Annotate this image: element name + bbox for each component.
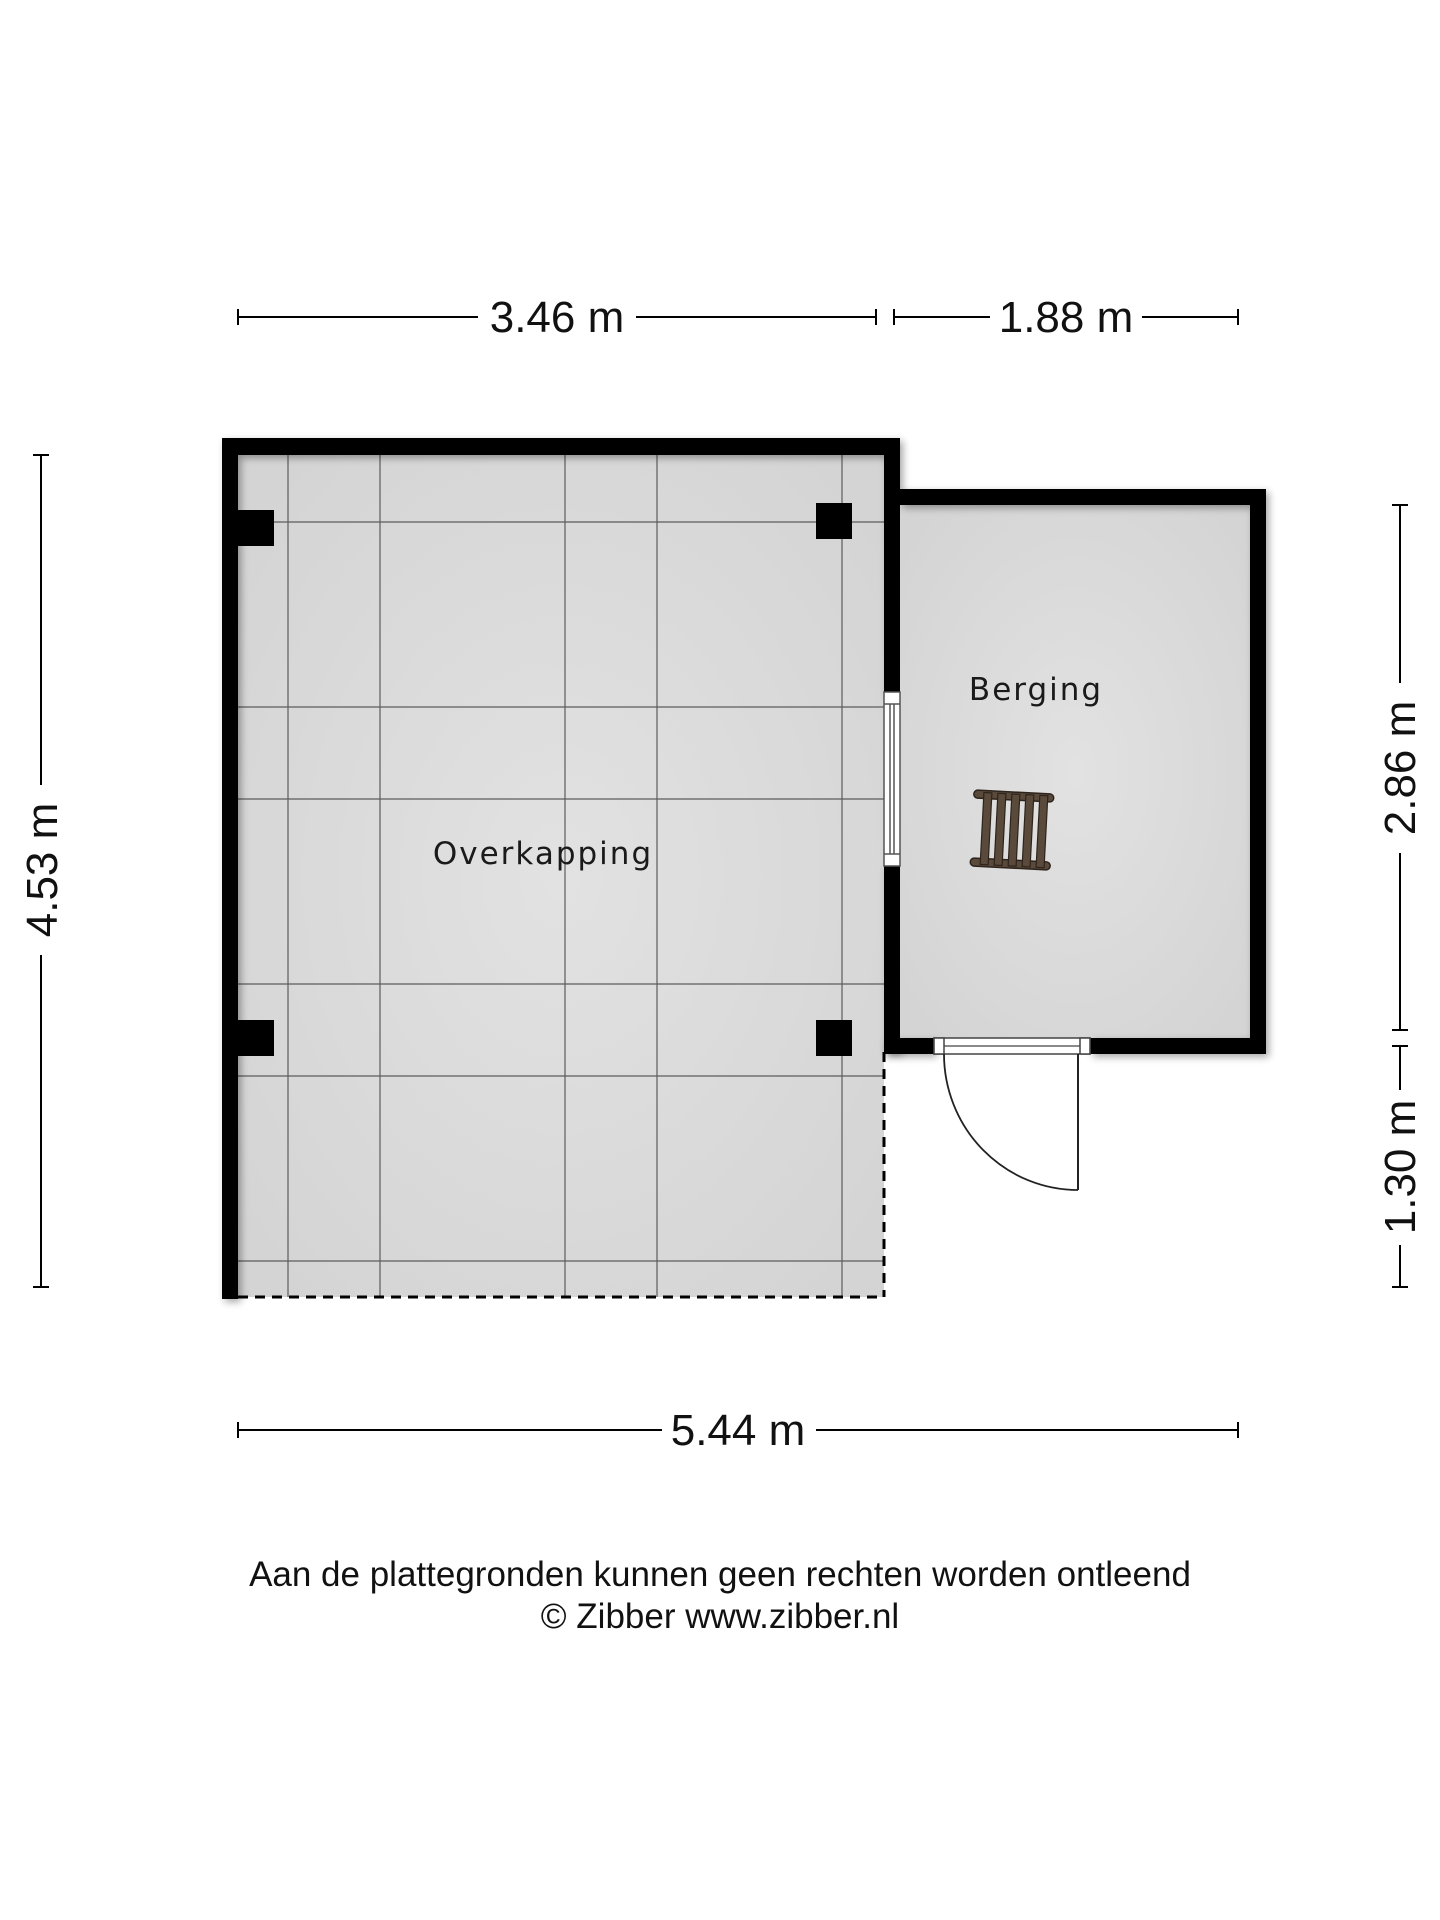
berging-bottom-wall-left (884, 1038, 934, 1054)
floor-tile-grid (238, 455, 884, 1297)
dimension-label-left: 4.53 m (18, 803, 67, 938)
door-icon (933, 1037, 1091, 1191)
disclaimer-text: Aan de plattegronden kunnen geen rechten… (249, 1555, 1191, 1594)
dimension-top-right (893, 309, 1239, 325)
column-bottom-left (238, 1020, 274, 1056)
berging-walls (884, 489, 1266, 1054)
berging-top-wall (900, 489, 1266, 505)
dimension-top-left (237, 309, 877, 325)
top-wall (222, 438, 898, 455)
dimension-left (33, 454, 49, 1288)
berging-right-wall (1250, 489, 1266, 1054)
middle-wall-upper (884, 438, 900, 692)
copyright-text: © Zibber www.zibber.nl (540, 1597, 900, 1636)
support-columns (238, 503, 852, 1056)
berging-room: Berging (883, 489, 1266, 1191)
column-top-right (816, 503, 852, 539)
overkapping-walls (222, 438, 900, 1299)
berging-floor (900, 505, 1250, 1038)
middle-wall-lower (884, 866, 900, 1052)
ladder-icon (969, 789, 1055, 871)
column-top-left (238, 510, 274, 546)
open-side-dashed-line (238, 1052, 886, 1299)
left-wall (222, 438, 238, 1299)
dimension-label-right-upper: 2.86 m (1376, 701, 1425, 836)
dimension-bottom (237, 1422, 1239, 1438)
dimension-label-top-left: 3.46 m (490, 293, 625, 342)
overkapping-room: Overkapping (222, 438, 900, 1299)
room-label-overkapping: Overkapping (433, 836, 653, 872)
window-icon (883, 691, 901, 867)
dimension-right-lower (1392, 1045, 1408, 1288)
overkapping-floor (238, 455, 884, 1297)
room-label-berging: Berging (969, 672, 1103, 708)
dimension-label-right-lower: 1.30 m (1376, 1100, 1425, 1235)
dimension-label-bottom: 5.44 m (671, 1406, 806, 1455)
berging-bottom-wall-right (1090, 1038, 1266, 1054)
dimension-right-upper (1392, 504, 1408, 1031)
column-bottom-right (816, 1020, 852, 1056)
dimension-label-top-right: 1.88 m (999, 293, 1134, 342)
